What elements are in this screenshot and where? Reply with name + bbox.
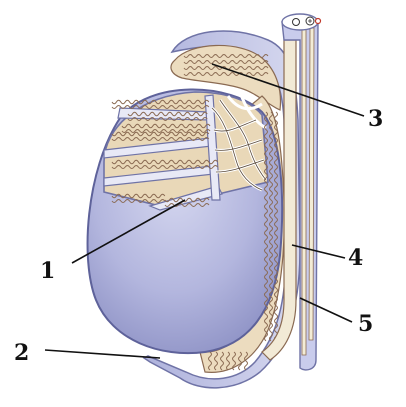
tubule-coil bbox=[111, 199, 166, 203]
tubule-coil bbox=[264, 111, 268, 342]
tubule-coil bbox=[220, 351, 224, 371]
tubule-coil bbox=[127, 111, 208, 117]
ductus-deferens bbox=[261, 39, 297, 361]
tubule-coil bbox=[121, 129, 211, 133]
seminiferous-tubules bbox=[111, 54, 278, 371]
spermatic-cord-cross-section-icon bbox=[281, 13, 322, 31]
tubule-coil bbox=[127, 117, 208, 121]
tubule-coil bbox=[238, 351, 242, 371]
tubule-coil bbox=[111, 159, 219, 165]
tubule-coil bbox=[111, 99, 210, 105]
label-4: 4 bbox=[348, 245, 364, 271]
tubule-coil bbox=[164, 203, 210, 207]
tubule-coil bbox=[214, 351, 218, 371]
label-5: 5 bbox=[358, 311, 374, 337]
label-1: 1 bbox=[40, 258, 56, 284]
label-3: 3 bbox=[368, 106, 384, 132]
tubule-coil bbox=[269, 111, 273, 342]
label-2: 2 bbox=[14, 340, 30, 366]
tubule-coil bbox=[111, 193, 166, 199]
leader-4 bbox=[291, 244, 346, 259]
leader-1 bbox=[71, 199, 186, 264]
tubule-coil bbox=[121, 123, 211, 129]
tubule-coil bbox=[183, 60, 269, 64]
tubule-coil bbox=[111, 131, 210, 137]
tubule-coil bbox=[164, 197, 210, 203]
tubule-coil bbox=[232, 351, 236, 371]
tubule-coil bbox=[183, 72, 269, 76]
epididymis-head bbox=[170, 44, 282, 111]
tubule-coil bbox=[226, 351, 230, 371]
septa bbox=[103, 94, 223, 211]
tubule-coil bbox=[111, 137, 210, 141]
leader-2 bbox=[44, 349, 161, 359]
leader-5 bbox=[299, 297, 353, 323]
tubule-coil bbox=[111, 105, 210, 109]
leader-3 bbox=[211, 63, 365, 117]
tubule-coil bbox=[208, 351, 212, 371]
tubule-coil bbox=[244, 351, 248, 371]
tubule-coil bbox=[183, 54, 269, 58]
tubule-coil bbox=[111, 165, 219, 169]
leader-lines bbox=[44, 63, 365, 359]
tubule-coil bbox=[274, 111, 278, 342]
